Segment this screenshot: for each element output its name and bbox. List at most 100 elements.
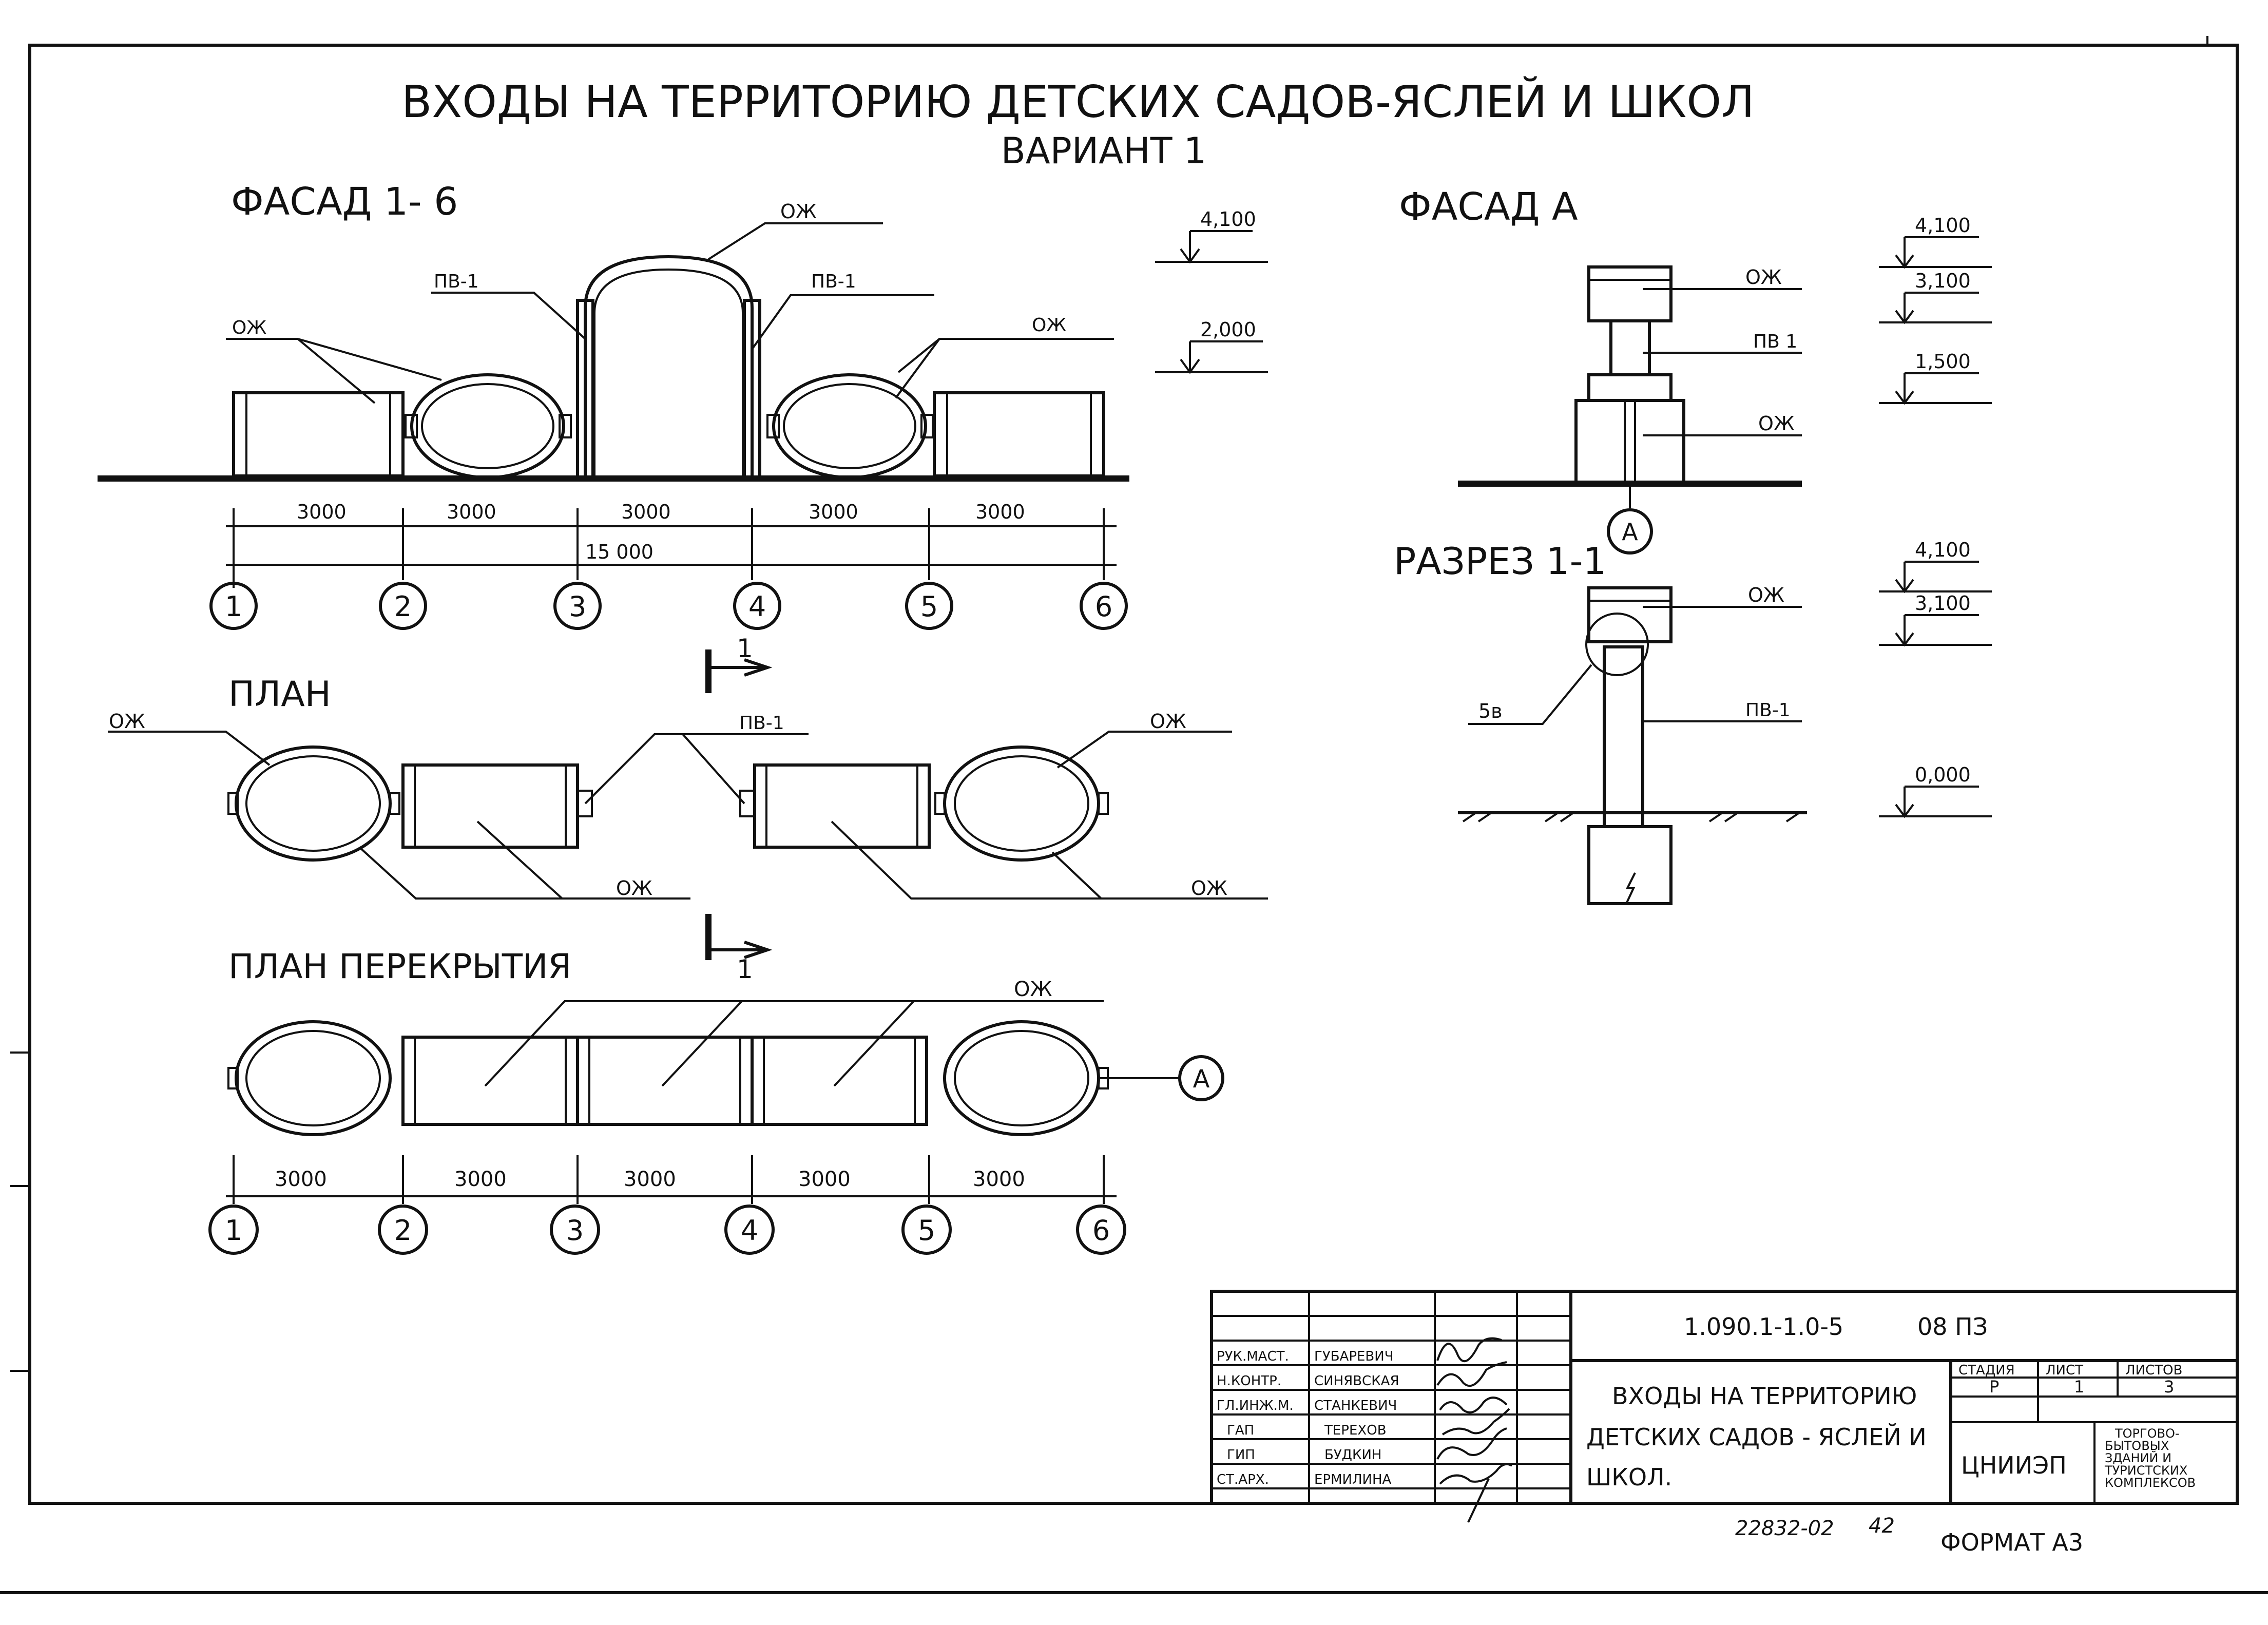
overlap-panel-3 (751, 1036, 928, 1126)
axis2-6: 6 (1092, 1214, 1110, 1247)
name-6: ЕРМИЛИНА (1314, 1472, 1392, 1487)
label-ozh-left: ОЖ (232, 317, 266, 338)
label-pv1-right: ПВ-1 (811, 271, 856, 292)
axis-2: 2 (394, 590, 412, 623)
axis2-4: 4 (741, 1214, 758, 1247)
section-label-node: 5в (1478, 700, 1503, 722)
stage-head: СТАДИЯ (1958, 1363, 2015, 1378)
level-2000-facade: 2,000 (1200, 318, 1256, 341)
title-block: РУК.МАСТ. Н.КОНТР. ГЛ.ИНЖ.М. ГАП ГИП СТ.… (1210, 1290, 2239, 1523)
title-line-2: ВАРИАНТ 1 (1001, 130, 1207, 172)
plan-label-ozh-tr: ОЖ (1150, 710, 1186, 733)
facadeA-level-3: 1,500 (1915, 350, 1971, 373)
doc-code: 1.090.1-1.0-5 (1684, 1313, 1843, 1341)
role-3: ГЛ.ИНЖ.М. (1217, 1398, 1294, 1413)
section-label-ozh: ОЖ (1748, 584, 1784, 606)
sheets-head: ЛИСТОВ (2125, 1363, 2182, 1378)
level-4100-facade: 4,100 (1200, 208, 1256, 231)
plan-overlap-heading: ПЛАН ПЕРЕКРЫТИЯ (228, 947, 571, 986)
dim2-span-1: 3000 (275, 1168, 327, 1191)
dim-span-2: 3000 (447, 501, 496, 523)
facade-a-heading: ФАСАД А (1399, 185, 1578, 229)
org-desc-4: ТУРИСТСКИХ (2104, 1463, 2187, 1478)
title-line-1: ВХОДЫ НА ТЕРРИТОРИЮ ДЕТСКИХ САДОВ-ЯСЛЕЙ … (401, 76, 1754, 128)
label-ozh-right: ОЖ (1032, 315, 1066, 336)
format-label: ФОРМАТ А3 (1940, 1528, 2083, 1556)
facadeA-level-2: 3,100 (1915, 270, 1971, 292)
plan-label-ozh-bc: ОЖ (616, 877, 652, 900)
stage-value: Р (1989, 1377, 1999, 1397)
dim2-span-4: 3000 (798, 1168, 851, 1191)
section-level-3: 0,000 (1915, 763, 1971, 786)
left-box-panel (232, 391, 405, 477)
axis2-2: 2 (394, 1214, 412, 1247)
section-heading: РАЗРЕЗ 1-1 (1394, 540, 1606, 583)
axis-6: 6 (1095, 590, 1112, 623)
org-desc-5: КОМПЛЕКСОВ (2105, 1476, 2196, 1490)
section-level-1: 4,100 (1915, 539, 1971, 561)
org-desc-3: ЗДАНИЙ И (2105, 1450, 2171, 1465)
axis2-1: 1 (225, 1214, 242, 1247)
sheet-title: ВХОДЫ НА ТЕРРИТОРИЮ ДЕТСКИХ САДОВ-ЯСЛЕЙ … (401, 76, 1754, 172)
name-3: СТАНКЕВИЧ (1314, 1398, 1397, 1413)
plan-label-ozh-br: ОЖ (1191, 877, 1227, 900)
role-6: СТ.АРХ. (1217, 1472, 1269, 1487)
plan-label-pv1: ПВ-1 (739, 713, 784, 734)
stamp-title-3: ШКОЛ. (1586, 1463, 1672, 1491)
section-1-1: РАЗРЕЗ 1-1 ОЖ ПВ-1 5в 4,100 3,100 (1394, 539, 1992, 905)
facade-1-6-heading: ФАСАД 1- 6 (231, 180, 458, 224)
plan-heading: ПЛАН (228, 674, 331, 715)
role-1: РУК.МАСТ. (1217, 1349, 1289, 1364)
page-number: 42 (1869, 1514, 1895, 1538)
axis-markers-top: 1 2 3 4 5 6 (209, 582, 1128, 630)
dim-span-5: 3000 (975, 501, 1025, 523)
facadeA-level-1: 4,100 (1915, 214, 1971, 237)
dimension-chain-bottom: 3000 3000 3000 3000 3000 (226, 1155, 1117, 1204)
node-a-marker (1178, 1055, 1224, 1101)
dim-span-3: 3000 (621, 501, 671, 523)
sheet-head: ЛИСТ (2046, 1363, 2083, 1378)
facadeA-label-pv: ПВ 1 (1753, 331, 1797, 352)
label-ozh-arch: ОЖ (780, 200, 817, 223)
facade-a: ФАСАД А А ОЖ ПВ 1 ОЖ 4,100 3,100 1,500 (1399, 185, 1992, 555)
overlap-node: А (1193, 1065, 1210, 1094)
name-4: ТЕРЕХОВ (1324, 1423, 1387, 1438)
axis2-5: 5 (918, 1214, 935, 1247)
stamp-title-1: ВХОДЫ НА ТЕРРИТОРИЮ (1612, 1382, 1917, 1410)
arch-outer (584, 255, 754, 477)
axis-1: 1 (225, 590, 242, 623)
sheet-footer: 22832-02 42 ФОРМАТ А3 (1735, 1514, 2083, 1556)
dim2-span-2: 3000 (454, 1168, 507, 1191)
right-oval-ring (772, 373, 927, 479)
left-oval-ring (410, 373, 565, 479)
section-mark-top: 1 (737, 634, 753, 663)
dim-span-4: 3000 (809, 501, 858, 523)
facade-a-node-marker (1607, 508, 1653, 555)
right-box-panel (933, 391, 1105, 477)
name-5: БУДКИН (1324, 1447, 1381, 1463)
section-level-2: 3,100 (1915, 592, 1971, 615)
dim2-span-3: 3000 (624, 1168, 676, 1191)
org-name: ЦНИИЭП (1961, 1451, 2067, 1479)
plan-right-oval (943, 745, 1100, 862)
role-2: Н.КОНТР. (1217, 1373, 1281, 1389)
dim-total: 15 000 (585, 541, 654, 563)
inventory-number: 22832-02 (1735, 1517, 1834, 1540)
overlap-label-ozh: ОЖ (1014, 978, 1052, 1001)
label-pv1-left: ПВ-1 (434, 271, 479, 292)
axis-4: 4 (748, 590, 766, 623)
axis2-3: 3 (566, 1214, 584, 1247)
overlap-panel-2 (576, 1036, 754, 1126)
section-mark-bottom: 1 (737, 954, 753, 984)
facade-1-6: ФАСАД 1- 6 ОЖ ПВ-1 ПВ-1 ОЖ (98, 180, 1268, 482)
sheet-value: 1 (2074, 1377, 2084, 1397)
dim2-span-5: 3000 (973, 1168, 1025, 1191)
name-1: ГУБАРЕВИЧ (1314, 1349, 1394, 1364)
plan-left-roof-panel (401, 763, 579, 849)
facadeA-label-ozh-bot: ОЖ (1758, 412, 1795, 435)
axis-3: 3 (569, 590, 586, 623)
facadeA-label-ozh-top: ОЖ (1745, 266, 1782, 289)
section-detail-circle (1585, 613, 1649, 676)
signatures (1436, 1337, 1513, 1523)
